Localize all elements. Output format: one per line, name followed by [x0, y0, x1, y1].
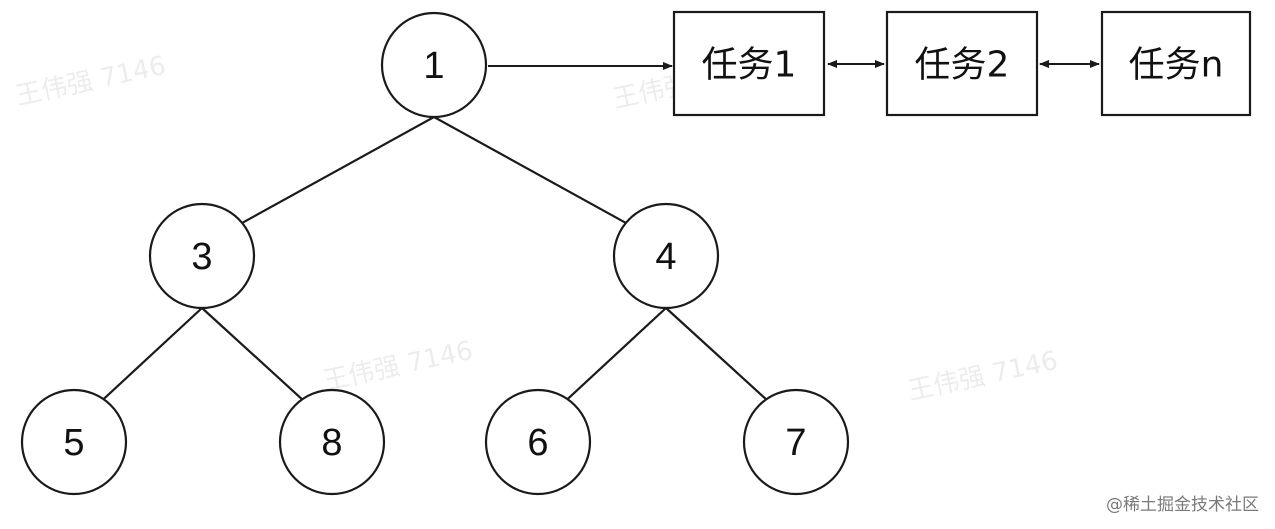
- watermark: 王伟强 7146: [13, 51, 168, 112]
- task-label: 任务1: [702, 45, 797, 86]
- tree-node-8: 8: [278, 388, 386, 496]
- tree-nodes: 1 3 4 5 8 6 7: [20, 11, 850, 496]
- tree-node-circle: [278, 388, 386, 496]
- tree-node-4: 4: [612, 202, 720, 310]
- task-box-rect: [885, 10, 1039, 117]
- task-box-rect: [672, 10, 826, 117]
- tree-node-1: 1: [380, 11, 488, 119]
- source-credit: @稀土掘金技术社区: [1106, 495, 1259, 515]
- tree-node-circle: [20, 388, 128, 496]
- tree-edge-n3-n5: [102, 307, 203, 400]
- tree-edge-n4-n6: [566, 307, 667, 400]
- tree-edge-n4-n7: [665, 307, 767, 401]
- tree-edges: [102, 116, 767, 401]
- task-label: 任务2: [915, 45, 1010, 86]
- tree-node-label: 3: [191, 236, 212, 278]
- task-box-t1: 任务1: [672, 10, 826, 117]
- tree-node-label: 4: [655, 236, 676, 278]
- task-box-rect: [1100, 10, 1252, 117]
- tree-edge-n1-n4: [433, 116, 627, 224]
- tree-node-circle: [380, 11, 488, 119]
- task-label: 任务n: [1129, 45, 1224, 86]
- tree-node-7: 7: [742, 388, 850, 496]
- tree-edge-n1-n3: [241, 116, 435, 224]
- tree-node-circle: [148, 202, 256, 310]
- task-box-tn: 任务n: [1100, 10, 1252, 117]
- tree-node-circle: [612, 202, 720, 310]
- tree-node-label: 6: [527, 422, 548, 464]
- tree-node-3: 3: [148, 202, 256, 310]
- watermark: 王伟强 7146: [905, 346, 1060, 407]
- task-box-t2: 任务2: [885, 10, 1039, 117]
- tree-node-6: 6: [484, 388, 592, 496]
- tree-node-circle: [484, 388, 592, 496]
- watermark: 王伟强 7146: [320, 336, 475, 397]
- tree-node-circle: [742, 388, 850, 496]
- tree-node-label: 1: [423, 45, 444, 87]
- tree-node-label: 8: [321, 422, 342, 464]
- task-list: 任务1 任务2 任务n: [672, 10, 1252, 117]
- tree-edge-n3-n8: [201, 307, 303, 401]
- tree-node-label: 5: [63, 422, 84, 464]
- tree-node-label: 7: [785, 422, 806, 464]
- tree-node-5: 5: [20, 388, 128, 496]
